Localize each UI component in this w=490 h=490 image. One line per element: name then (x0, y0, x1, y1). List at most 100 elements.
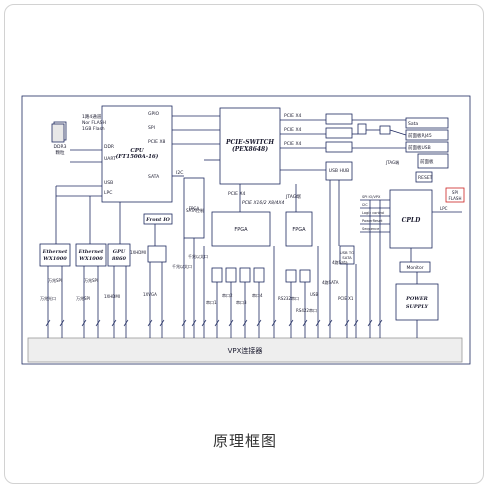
jtag-label: JTAG端 (385, 159, 399, 165)
bottom-sig-5: 1XHDMI (104, 294, 120, 299)
flash-top-3: 1GB Flash (82, 126, 105, 132)
uart-3 (239, 267, 251, 283)
cpu-port-spi: SPI (148, 125, 155, 131)
net-right-4: 前面板 (420, 158, 434, 165)
net-right-3: 前面板USB (408, 144, 431, 151)
bottom-sig-6: 1XHDMI (130, 250, 146, 255)
front-io-box (143, 213, 173, 225)
ddr3-label: DDR3 (54, 144, 67, 150)
cpu-port-i2c: I2C (176, 170, 183, 176)
io-bottom-9: PCIE X1 (338, 296, 354, 301)
monitor-box (399, 261, 431, 273)
cpu-port-sata: SATA (148, 174, 160, 180)
io-bottom-2: 串口2 (222, 292, 233, 298)
uart-2 (225, 267, 237, 283)
vertical-lines (47, 180, 418, 338)
bus-slash (288, 319, 294, 327)
fpga-left-label: FPGA (189, 206, 200, 211)
front-io-label: Front IO (145, 217, 170, 223)
ddr3-icon (51, 121, 67, 143)
small-box-2 (325, 127, 353, 139)
cpld-label: CPLD (402, 217, 422, 224)
flash-top-1: 1路4通道 (82, 113, 102, 120)
cpu-title: CPU (130, 148, 145, 154)
bus-slash (81, 319, 87, 327)
io-bottom-8: 4路SATA (322, 279, 339, 285)
bus-slash (242, 319, 248, 327)
eth1-sub: WX1000 (43, 256, 67, 262)
bus-slash (214, 319, 220, 327)
bottom-sig-2: 万兆SPI (76, 295, 90, 301)
switch-title: PCIE-SWITCH (225, 139, 274, 146)
bus-slash (367, 319, 373, 327)
reset-box (415, 171, 433, 183)
bus-slash (201, 319, 207, 327)
small-box-1 (325, 113, 353, 125)
gpu-sub: 8860 (112, 256, 126, 262)
rs232-box (285, 269, 297, 283)
cpu-port-uart: UART (104, 156, 116, 162)
cpu-port-pcie: PCIE X8 (148, 139, 166, 145)
out-box-front (417, 153, 449, 169)
io-bottom-4: 串口4 (252, 292, 263, 298)
eth2-title: Ethernet (78, 249, 104, 255)
vpx-connector (27, 337, 463, 363)
gpu-title: GPU (113, 249, 126, 255)
usb2sata-2: SATA (342, 255, 352, 260)
bus-slash (271, 319, 277, 327)
bus-width-marks (45, 319, 383, 327)
small-box-3 (325, 141, 353, 153)
bus-slash (123, 319, 129, 327)
out-box-sata (405, 117, 449, 129)
switch-subtitle: (PEX8648) (232, 146, 268, 153)
bus-slash (377, 319, 383, 327)
bus-slash (159, 319, 165, 327)
cpld-sig-1: SPI IO/VPX (362, 195, 381, 199)
net-right-2: 前面板RJ45 (408, 132, 432, 139)
bus-slash (228, 319, 234, 327)
bottom-sig-7: 1XVGA (143, 292, 157, 297)
vga-box (147, 245, 167, 263)
vpx-label: VPX连接器 (228, 346, 263, 355)
bus-slash (59, 319, 65, 327)
rs422-box (299, 269, 311, 283)
bottom-sig-4: 万兆SPI (84, 277, 98, 283)
bottom-sig-3: 万兆SPI (48, 277, 62, 283)
sw-port-3: PCIE X4 (284, 141, 302, 147)
io-bottom-6: RS422串口 (296, 307, 317, 313)
bus-slash (191, 319, 197, 327)
spi-flash-1: SPI (452, 190, 458, 195)
out-box-usb (405, 141, 449, 153)
bus-slash (45, 319, 51, 327)
bus-slash (327, 319, 333, 327)
small-box-4 (357, 123, 367, 135)
fpga-label: FPGA (234, 227, 248, 233)
ddr3-label-2: 颗粒 (56, 149, 65, 156)
bottom-sig-8: 千兆以太口 (172, 263, 192, 269)
switch-bottom-2: PCIE X16/2 X8/4X4 (242, 200, 284, 206)
usb-hub-label: USB HUB (329, 168, 349, 174)
lpc-label: LPC (440, 206, 448, 211)
bottom-sig-1: 万兆光口 (40, 295, 56, 301)
cpld-sig-2: I2C (362, 203, 368, 207)
fpga-right-box (285, 211, 313, 247)
pcie-switch-box (219, 107, 281, 185)
eth1-title: Ethernet (42, 249, 68, 255)
switch-bottom-3: JTAG端 (285, 193, 301, 200)
spi-flash-box (445, 187, 465, 203)
connection-lines (56, 115, 462, 233)
io-bottom-3: 串口3 (236, 299, 247, 305)
bottom-sig-9: 千兆以太口 (188, 253, 208, 259)
sw-port-2: PCIE X4 (284, 127, 302, 133)
uart-1 (211, 267, 223, 283)
power-box (395, 283, 439, 321)
bus-slash (95, 319, 101, 327)
monitor-label: Monitor (406, 265, 423, 271)
small-box-5 (379, 125, 391, 135)
fpga-box (211, 211, 271, 247)
bus-slash (111, 319, 117, 327)
eth1-box (39, 243, 71, 267)
gpu-box (107, 243, 131, 267)
uart-4 (253, 267, 265, 283)
